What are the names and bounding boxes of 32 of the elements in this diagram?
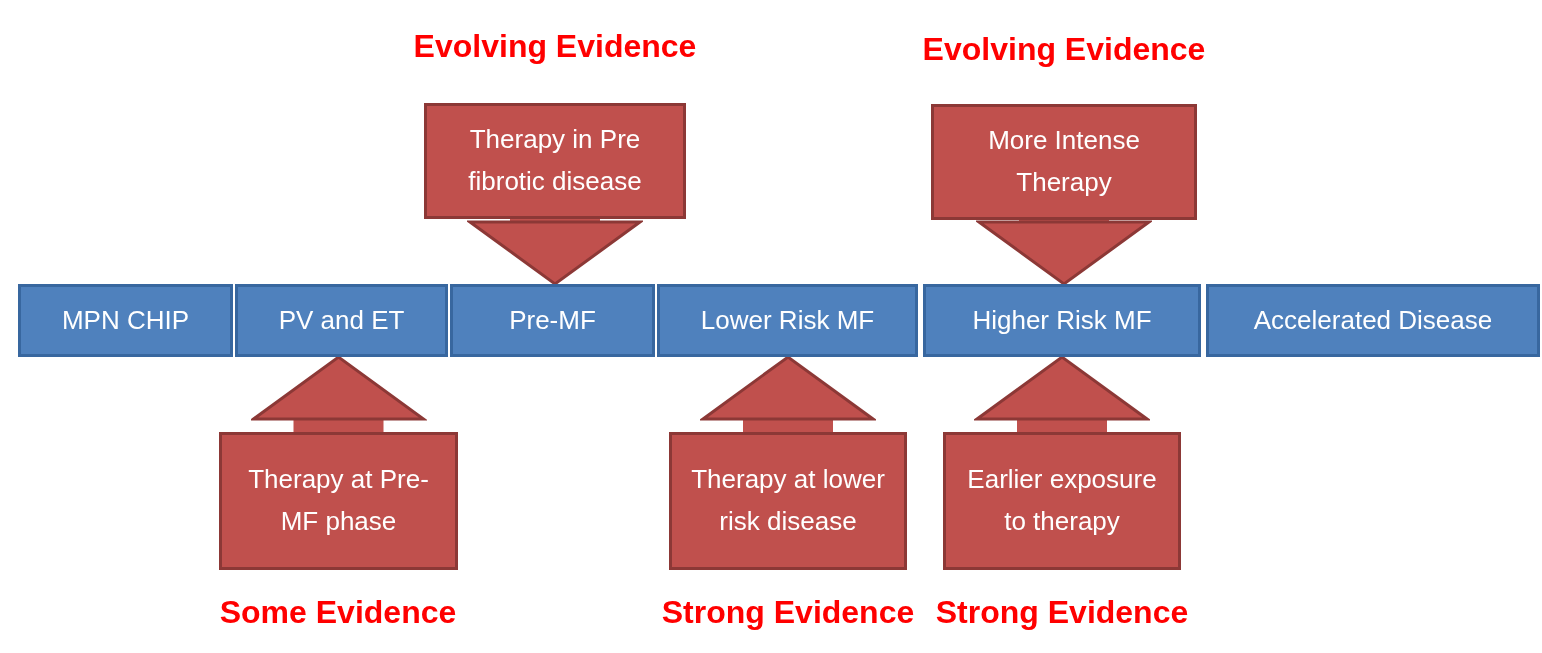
stage-label: Pre-MF — [509, 303, 596, 337]
evidence-label: Evolving Evidence — [412, 27, 698, 66]
block-arrow — [468, 219, 642, 286]
block-arrow — [975, 355, 1149, 432]
block-arrow — [701, 355, 875, 432]
stage-box — [450, 284, 655, 357]
therapy-callout-box — [669, 432, 907, 570]
therapy-label: Therapy in Pre fibrotic disease — [467, 123, 643, 198]
evidence-label: Strong Evidence — [660, 593, 916, 632]
evidence-label: Strong Evidence — [934, 593, 1190, 632]
therapy-callout-box — [219, 432, 458, 570]
stage-box — [1206, 284, 1540, 357]
therapy-label: Earlier exposure to therapy — [966, 463, 1158, 538]
stage-label: Lower Risk MF — [700, 303, 875, 337]
evidence-label: Some Evidence — [218, 593, 458, 632]
therapy-label: Therapy at lower risk disease — [690, 463, 886, 538]
stage-box — [923, 284, 1201, 357]
therapy-callout-box — [931, 104, 1197, 220]
therapy-label: Therapy at Pre-MF phase — [247, 463, 430, 538]
therapy-callout-box — [424, 103, 686, 219]
stage-label: PV and ET — [278, 303, 405, 337]
stage-label: MPN CHIP — [61, 303, 190, 337]
stage-box — [657, 284, 918, 357]
stage-box — [235, 284, 448, 357]
therapy-callout-box — [943, 432, 1181, 570]
block-arrow — [977, 220, 1151, 286]
stage-box — [18, 284, 233, 357]
stage-label: Higher Risk MF — [972, 303, 1152, 337]
block-arrow — [252, 355, 425, 432]
stage-label: Accelerated Disease — [1253, 303, 1493, 337]
therapy-label: More Intense Therapy — [987, 124, 1141, 199]
evidence-label: Evolving Evidence — [921, 30, 1207, 69]
